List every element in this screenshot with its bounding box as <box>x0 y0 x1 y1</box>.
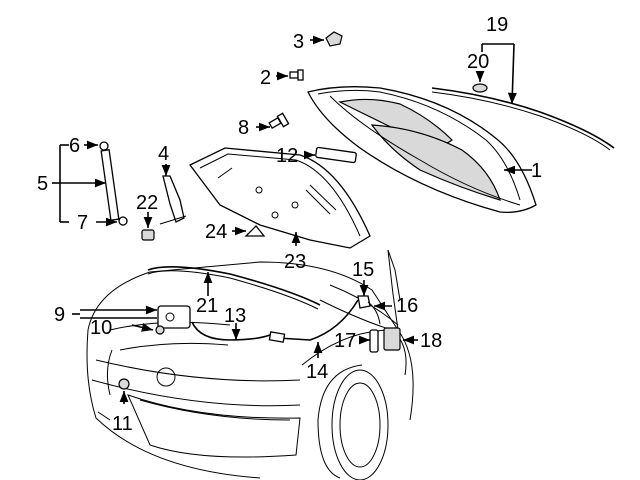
bumper-part-22 <box>141 229 155 241</box>
handle-part-17 <box>369 329 379 353</box>
car-body-drawing <box>86 249 414 480</box>
release-cable <box>191 299 359 343</box>
callout-1: 1 <box>531 160 542 182</box>
callout-labels: 1 2 3 4 5 6 7 8 9 10 11 12 13 14 15 16 1… <box>37 14 542 435</box>
clip-part-24 <box>244 225 266 237</box>
hood-seal-strip <box>431 87 615 151</box>
callout-6: 6 <box>69 135 80 157</box>
hood-insulator <box>189 147 371 249</box>
callout-22: 22 <box>136 192 158 214</box>
plug-part-20 <box>472 83 488 93</box>
callout-23: 23 <box>284 251 306 273</box>
callout-20: 20 <box>467 51 489 73</box>
callout-13: 13 <box>224 305 246 327</box>
leader-lines <box>52 35 532 404</box>
cable-16 <box>367 301 381 325</box>
callout-11: 11 <box>112 413 133 435</box>
bolt-part-8 <box>268 112 290 129</box>
callout-8: 8 <box>238 117 249 139</box>
screw-part-2 <box>289 69 304 81</box>
callout-4: 4 <box>158 143 169 165</box>
handle-part-12 <box>315 146 357 164</box>
hood-panel <box>307 86 537 213</box>
callout-16: 16 <box>396 295 418 317</box>
bolt-part-10 <box>155 325 165 335</box>
callout-17: 17 <box>334 330 356 352</box>
hinge-part-4 <box>159 175 187 225</box>
callout-12: 12 <box>276 145 298 167</box>
callout-24: 24 <box>205 221 227 243</box>
callout-2: 2 <box>260 67 271 89</box>
latch-part-9 <box>157 305 191 329</box>
callout-15: 15 <box>352 259 374 281</box>
callout-19: 19 <box>486 14 508 36</box>
callout-3: 3 <box>293 31 304 53</box>
callout-9: 9 <box>54 304 65 326</box>
callout-14: 14 <box>306 361 328 383</box>
release-cable-front <box>147 266 321 310</box>
callout-10: 10 <box>90 317 112 339</box>
callout-5: 5 <box>37 173 48 195</box>
bumper-part-11 <box>118 378 130 390</box>
callout-7: 7 <box>77 212 88 234</box>
callout-18: 18 <box>420 330 442 352</box>
callout-21: 21 <box>196 295 218 317</box>
nut-part-3 <box>325 31 343 47</box>
bracket-part-18 <box>383 327 401 351</box>
